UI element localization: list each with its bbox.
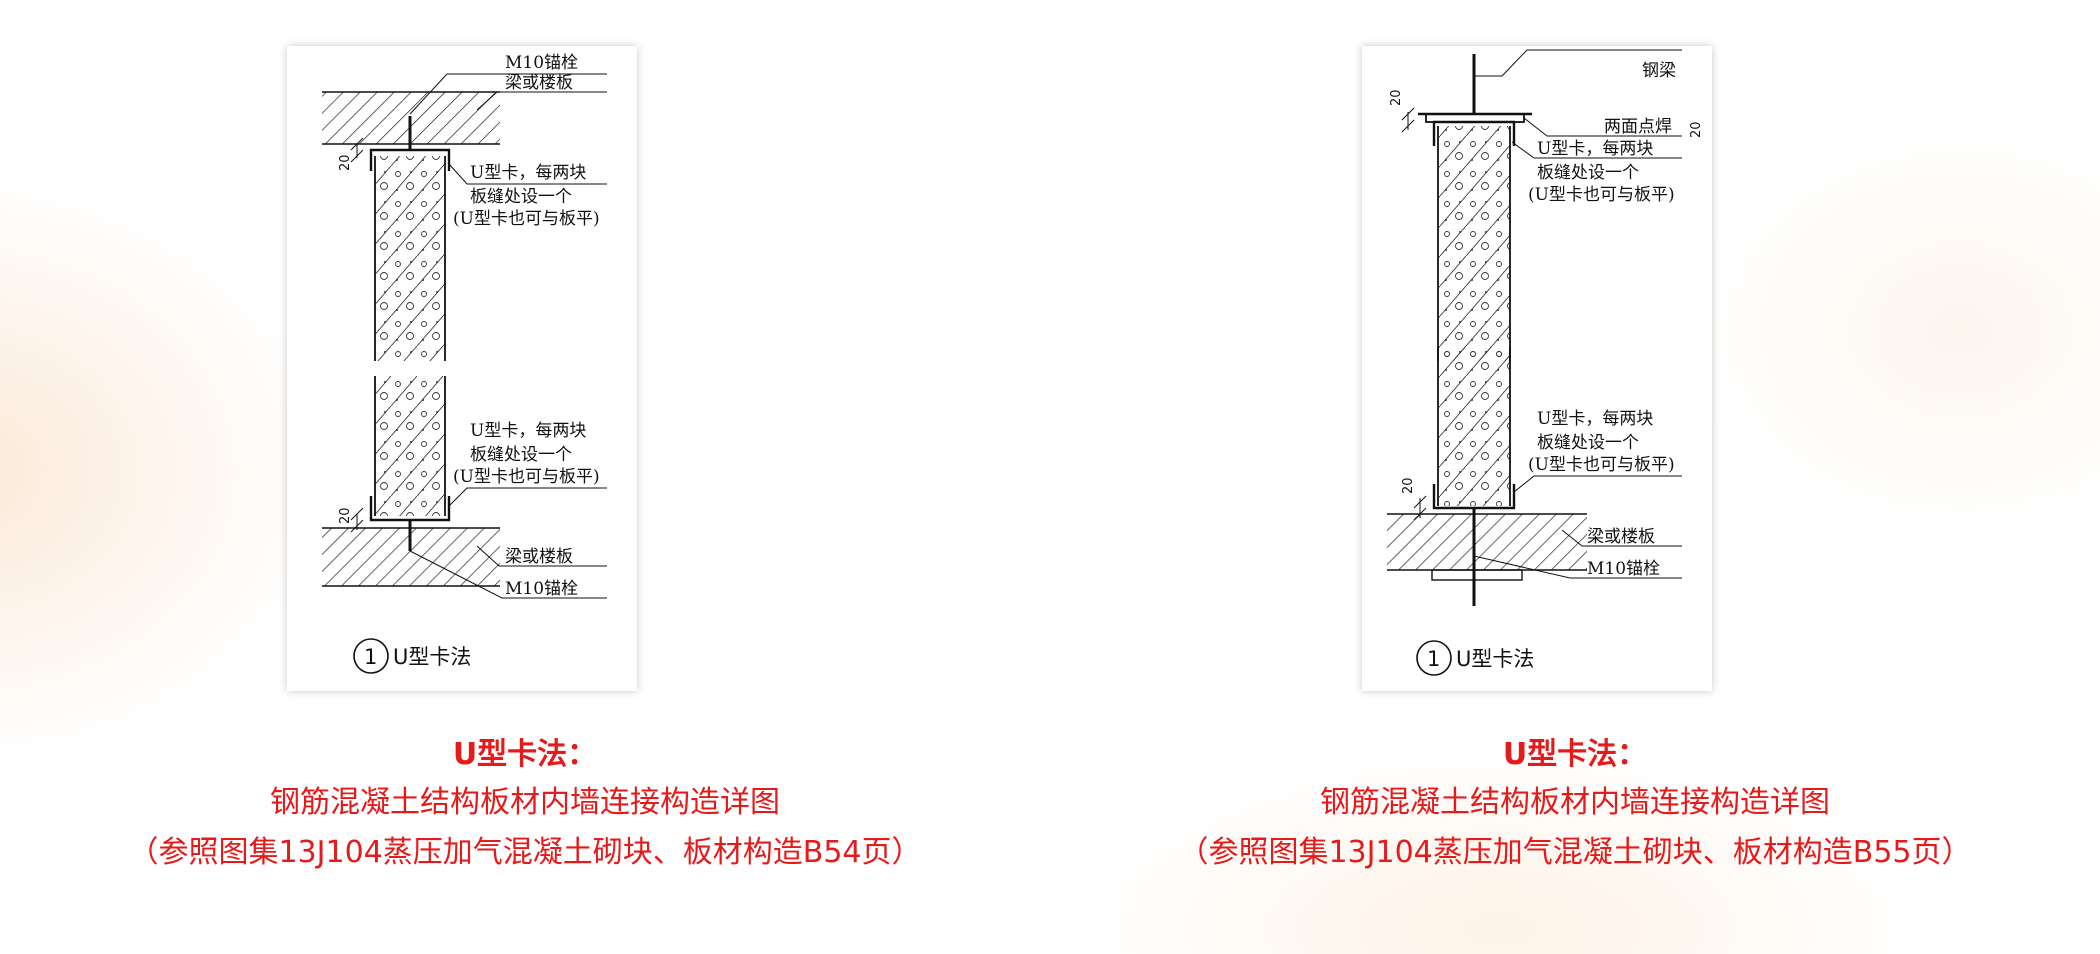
right-top-wall-panel [1437,126,1511,361]
left-label-ucard-top-1: U型卡，每两块 [470,163,586,183]
right-label-ucard-top-1: U型卡，每两块 [1537,139,1653,159]
right-drawing-svg: 20 20 钢梁 两面点焊 U型卡，每两块 板缝处设一个 (U型卡也可与板平) [1387,49,1704,676]
right-label-anchor-bot: M10锚栓 [1587,559,1660,579]
right-label-ucard-bot-2: 板缝处设一个 [1537,433,1639,453]
right-label-spot-weld: 两面点焊 [1604,117,1672,137]
right-bottom-wall-panel [1437,346,1511,506]
left-caption-title: U型卡法： [452,737,598,772]
left-caption: U型卡法： 钢筋混凝土结构板材内墙连接构造详图 （参照图集13J104蒸压加气混… [0,732,1050,878]
right-label-slab-bot: 梁或楼板 [1587,527,1655,547]
left-label-ucard-bot-3: (U型卡也可与板平) [453,467,600,487]
left-bottom-wall-panel [374,376,446,516]
right-figure-number-circle [1416,640,1452,676]
right-top-dim-label: 20 [1389,89,1404,106]
left-caption-line1: 钢筋混凝土结构板材内墙连接构造详图 [270,785,780,820]
left-figure-title: U型卡法 [393,645,471,669]
right-top-dimension: 20 20 [1389,89,1704,138]
left-bottom-dimension: 20 [338,507,364,533]
right-top-u-card [1432,120,1516,146]
right-label-ucard-top-3: (U型卡也可与板平) [1528,185,1675,205]
left-label-anchor-top: M10锚栓 [505,53,578,73]
right-bottom-slab [1387,513,1587,581]
right-bottom-dimension: 20 [1401,477,1427,521]
left-label-anchor-bot: M10锚栓 [505,579,578,599]
left-label-slab-bot: 梁或楼板 [505,547,573,567]
left-bottom-dim-label: 20 [338,507,353,524]
right-panel: 20 20 钢梁 两面点焊 U型卡，每两块 板缝处设一个 (U型卡也可与板平) [1050,0,2100,954]
right-steel-beam [1418,54,1532,123]
right-label-ucard-bot-3: (U型卡也可与板平) [1528,455,1675,475]
right-label-ucard-bot-1: U型卡，每两块 [1537,409,1653,429]
right-detail-drawing: 20 20 钢梁 两面点焊 U型卡，每两块 板缝处设一个 (U型卡也可与板平) [1362,46,1712,691]
right-bottom-dim-label: 20 [1401,477,1416,494]
left-label-slab-top: 梁或楼板 [505,73,573,93]
left-top-wall-panel [374,156,446,361]
left-label-ucard-bot-2: 板缝处设一个 [470,445,572,465]
left-top-dim-label: 20 [338,154,353,171]
left-label-ucard-top-3: (U型卡也可与板平) [453,209,600,229]
right-caption: U型卡法： 钢筋混凝土结构板材内墙连接构造详图 （参照图集13J104蒸压加气混… [1050,732,2100,878]
right-figure-title: U型卡法 [1456,647,1534,671]
left-panel: 20 M10锚栓 梁或楼板 U型卡，每两块 板缝处设一个 (U型卡也可与板平) [0,46,1050,878]
left-label-ucard-top-2: 板缝处设一个 [470,187,572,207]
left-top-dimension: 20 [338,137,364,171]
right-caption-title: U型卡法： [1502,737,1648,772]
left-label-ucard-bot-1: U型卡，每两块 [470,421,586,441]
left-drawing-svg: 20 M10锚栓 梁或楼板 U型卡，每两块 板缝处设一个 (U型卡也可与板平) [322,53,607,674]
left-figure-number-circle [353,638,389,674]
right-label-steel-beam: 钢梁 [1642,61,1676,81]
right-top-right-dim-label: 20 [1689,121,1704,138]
right-label-ucard-top-2: 板缝处设一个 [1537,163,1639,183]
right-caption-line1: 钢筋混凝土结构板材内墙连接构造详图 [1320,785,1830,820]
left-figure-number: 1 [364,645,377,669]
right-caption-line2: （参照图集13J104蒸压加气混凝土砌块、板材构造B55页） [1178,835,1972,870]
left-detail-drawing: 20 M10锚栓 梁或楼板 U型卡，每两块 板缝处设一个 (U型卡也可与板平) [287,46,637,691]
right-figure-number: 1 [1427,647,1440,671]
left-caption-line2: （参照图集13J104蒸压加气混凝土砌块、板材构造B54页） [128,835,922,870]
